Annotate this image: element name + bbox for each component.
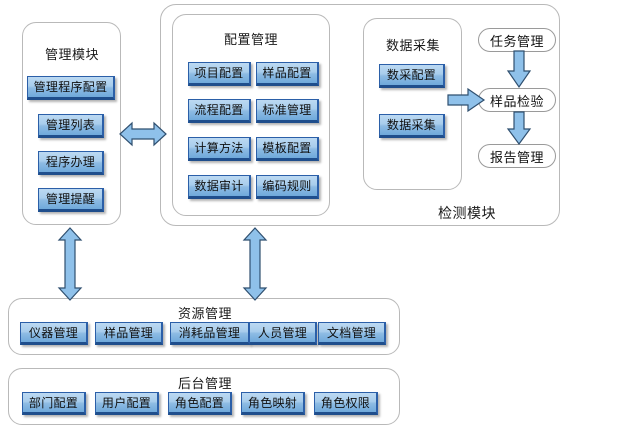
data-acquisition-title: 数据采集	[385, 38, 440, 53]
button-consumable-management[interactable]: 消耗品管理	[170, 322, 250, 345]
button-template-config[interactable]: 模板配置	[256, 137, 319, 161]
button-process-config[interactable]: 流程配置	[188, 99, 251, 123]
button-role-permission[interactable]: 角色权限	[314, 392, 378, 415]
button-role-mapping[interactable]: 角色映射	[241, 392, 305, 415]
node-sample-inspection[interactable]: 样品检验	[478, 88, 556, 112]
button-data-collection[interactable]: 数据采集	[379, 114, 445, 138]
node-task-management[interactable]: 任务管理	[478, 28, 556, 52]
button-user-config[interactable]: 用户配置	[95, 392, 159, 415]
button-management-list[interactable]: 管理列表	[38, 114, 104, 138]
arrow-acquisition-to-inspection	[447, 87, 486, 113]
button-coding-rule[interactable]: 编码规则	[256, 175, 319, 199]
button-acquisition-config[interactable]: 数采配置	[379, 64, 445, 88]
resource-management-title: 资源管理	[177, 306, 232, 321]
button-sample-management[interactable]: 样品管理	[95, 322, 163, 345]
management-module-title: 管理模块	[44, 47, 99, 62]
button-sample-config[interactable]: 样品配置	[256, 62, 319, 86]
button-role-config[interactable]: 角色配置	[168, 392, 232, 415]
arrow-detection-to-resource	[242, 227, 268, 301]
detection-module-title: 检测模块	[438, 207, 496, 222]
node-report-management[interactable]: 报告管理	[478, 144, 556, 168]
button-calculation-method[interactable]: 计算方法	[188, 137, 251, 161]
button-management-program-config[interactable]: 管理程序配置	[27, 76, 115, 100]
arrow-management-to-detection	[119, 121, 167, 147]
button-data-audit[interactable]: 数据审计	[188, 175, 251, 199]
arrow-management-to-resource	[57, 227, 83, 301]
button-management-reminder[interactable]: 管理提醒	[38, 188, 104, 212]
button-project-config[interactable]: 项目配置	[188, 62, 251, 86]
button-standard-management[interactable]: 标准管理	[256, 99, 319, 123]
config-management-title: 配置管理	[223, 32, 278, 47]
arrow-inspection-to-report	[506, 111, 532, 146]
button-instrument-management[interactable]: 仪器管理	[20, 322, 88, 345]
button-program-handling[interactable]: 程序办理	[38, 151, 104, 175]
button-personnel-management[interactable]: 人员管理	[249, 322, 317, 345]
button-document-management[interactable]: 文档管理	[318, 322, 386, 345]
backend-management-title: 后台管理	[177, 376, 232, 391]
button-department-config[interactable]: 部门配置	[22, 392, 86, 415]
arrow-task-to-inspection	[506, 50, 532, 89]
